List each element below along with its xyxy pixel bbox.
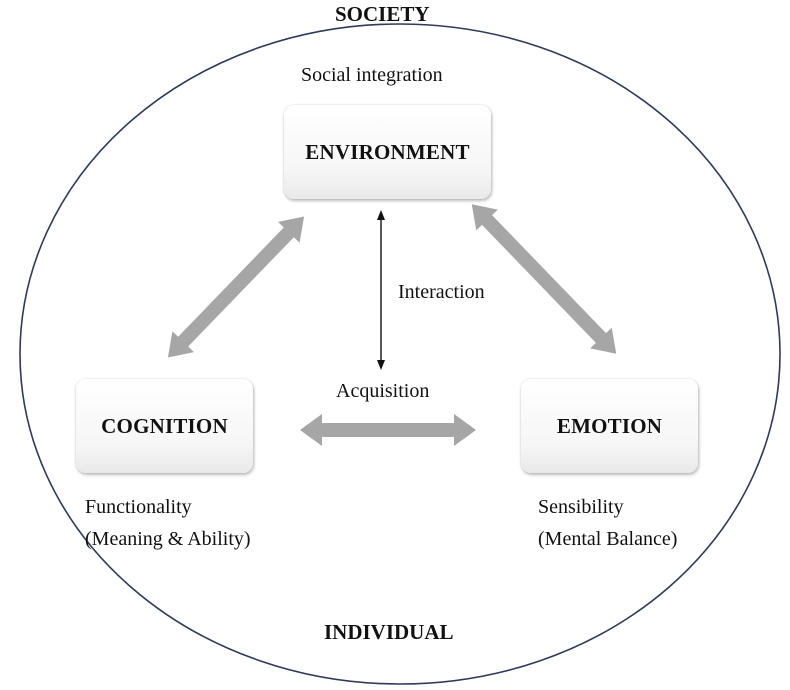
cognition-caption: Functionality (Meaning & Ability) [85,491,251,555]
interaction-label: Interaction [398,281,485,303]
emotion-caption-line2: (Mental Balance) [538,528,678,550]
society-ellipse [19,23,781,685]
environment-box: ENVIRONMENT [284,105,491,199]
cognition-caption-line2: (Meaning & Ability) [85,528,251,550]
environment-cognition-arrow [167,216,305,358]
acquisition-label: Acquisition [336,380,430,402]
emotion-caption-line1: Sensibility [538,496,624,518]
cognition-title: COGNITION [101,413,228,438]
interaction-arrow [377,210,385,370]
emotion-title: EMOTION [556,413,663,438]
cognition-box: COGNITION [76,379,253,473]
society-label: SOCIETY [335,2,430,26]
environment-title: ENVIRONMENT [305,139,470,164]
emotion-caption: Sensibility (Mental Balance) [538,491,677,555]
cognition-caption-line1: Functionality [85,496,192,518]
environment-caption: Social integration [301,64,443,86]
environment-emotion-arrow [471,204,617,354]
emotion-box: EMOTION [521,379,698,473]
acquisition-arrow [300,414,476,446]
individual-label: INDIVIDUAL [324,620,454,644]
